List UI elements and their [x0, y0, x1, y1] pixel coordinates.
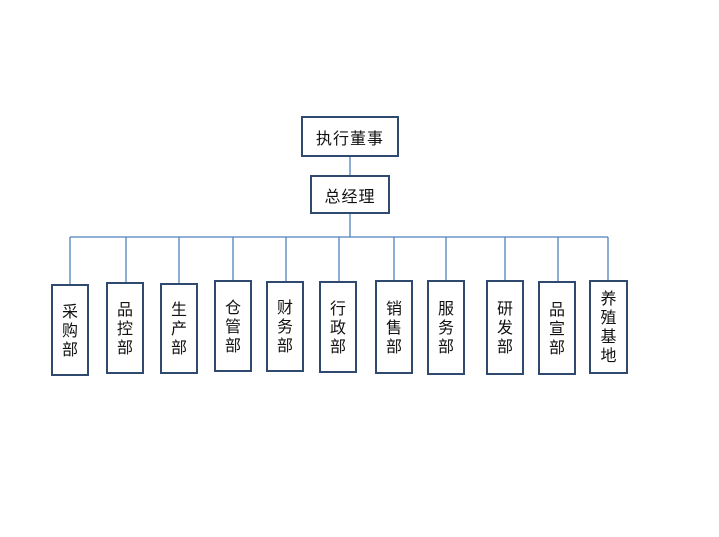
department-box: 服务部 [427, 280, 465, 375]
department-label: 财务部 [277, 298, 294, 355]
department-label: 销售部 [386, 298, 403, 356]
department-label: 生产部 [171, 300, 188, 357]
department-box: 品宣部 [538, 281, 576, 375]
department-label: 养殖基地 [600, 289, 617, 365]
ceo-label: 执行董事 [315, 128, 384, 148]
department-label: 品控部 [117, 299, 134, 357]
department-label: 研发部 [497, 299, 514, 356]
department-connectors [69, 237, 609, 284]
department-box: 养殖基地 [589, 280, 628, 374]
department-box: 采购部 [51, 284, 89, 376]
general-manager-box: 总经理 [310, 175, 390, 214]
department-label: 行政部 [330, 298, 347, 356]
department-box: 仓管部 [214, 280, 252, 372]
department-box: 研发部 [486, 280, 524, 375]
ceo-box: 执行董事 [301, 116, 399, 157]
department-box: 销售部 [375, 280, 413, 374]
department-box: 财务部 [266, 281, 304, 372]
department-box: 生产部 [160, 283, 198, 374]
department-label: 采购部 [62, 301, 79, 359]
department-label: 服务部 [438, 299, 455, 356]
department-box: 品控部 [106, 282, 144, 374]
general-manager-label: 总经理 [324, 186, 376, 206]
department-label: 品宣部 [549, 299, 566, 357]
department-label: 仓管部 [225, 297, 242, 355]
department-box: 行政部 [319, 281, 357, 373]
